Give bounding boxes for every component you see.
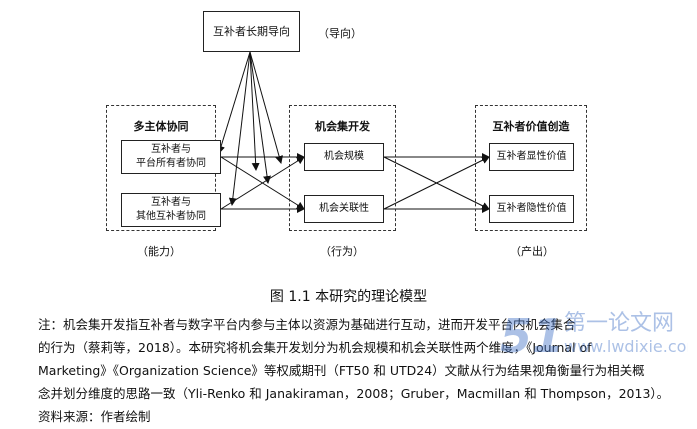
node-complementor-others-line2: 其他互补者协同 — [136, 211, 206, 222]
node-complementor-platform-line1: 互补者与 — [151, 144, 191, 155]
group-opportunity-development: 机会集开发 — [289, 105, 396, 231]
node-complementor-others: 互补者与 其他互补者协同 — [121, 193, 221, 227]
watermark-logo: 51 第一论文网 www.lwdixie.com — [500, 309, 688, 362]
orientation-box: 互补者长期导向 — [203, 11, 300, 52]
node-complementor-others-line1: 互补者与 — [151, 197, 191, 208]
group-collaboration-title: 多主体协同 — [133, 120, 189, 133]
node-opportunity-relatedness: 机会关联性 — [304, 195, 384, 223]
svg-text:第一论文网: 第一论文网 — [564, 311, 674, 336]
group-collaboration-bottom-label: （能力） — [137, 245, 181, 258]
note-line: 念并划分维度的思路一致（Yli-Renko 和 Janakiraman，2008… — [38, 386, 670, 401]
node-explicit-value-label: 互补者显性价值 — [496, 151, 567, 162]
note-line: 的行为（蔡莉等，2018）。本研究将机会集开发划分为机会规模和机会关联性两个维度… — [38, 340, 592, 355]
group-value-creation: 互补者价值创造 — [475, 105, 587, 231]
figure-caption: 图 1.1 本研究的理论模型 — [269, 289, 428, 305]
arrow-orientation-to-left-bottom — [228, 51, 251, 206]
orientation-side-label: （导向） — [318, 27, 362, 40]
arrow-leftbottom-to-midtop — [220, 156, 305, 210]
note-source: 资料来源：作者绘制 — [38, 409, 151, 424]
arrow-orientation-to-link-1 — [249, 51, 260, 171]
node-opportunity-scale-label: 机会规模 — [324, 151, 364, 162]
note-line: 注：机会集开发指互补者与数字平台内参与主体以资源为基础进行互动，进而开发平台内机… — [38, 317, 576, 332]
node-opportunity-scale: 机会规模 — [304, 143, 384, 171]
node-complementor-platform-line2: 平台所有者协同 — [136, 158, 206, 169]
group-value-title: 互补者价值创造 — [492, 120, 570, 133]
group-opportunity-bottom-label: （行为） — [320, 245, 364, 258]
note-line: Marketing》《Organization Science》等权威期刊（FT… — [38, 363, 645, 378]
arrow-midbottom-to-righttop — [383, 156, 490, 210]
node-complementor-platform: 互补者与 平台所有者协同 — [121, 140, 221, 174]
group-value-bottom-label: （产出） — [510, 245, 554, 258]
svg-text:www.lwdixie.com: www.lwdixie.com — [564, 337, 688, 356]
orientation-label: 互补者长期导向 — [213, 24, 290, 38]
node-opportunity-relatedness-label: 机会关联性 — [319, 203, 369, 214]
arrow-orientation-to-link-3 — [249, 51, 283, 164]
node-explicit-value: 互补者显性价值 — [489, 143, 574, 171]
node-implicit-value-label: 互补者隐性价值 — [496, 203, 567, 214]
group-opportunity-title: 机会集开发 — [315, 120, 370, 133]
arrow-orientation-to-link-2 — [249, 51, 272, 184]
arrow-orientation-to-left-top — [217, 51, 251, 154]
connector-layer — [217, 51, 490, 213]
node-implicit-value: 互补者隐性价值 — [489, 195, 574, 223]
svg-text:51: 51 — [500, 309, 564, 362]
figure-note: 注：机会集开发指互补者与数字平台内参与主体以资源为基础进行互动，进而开发平台内机… — [38, 313, 678, 428]
